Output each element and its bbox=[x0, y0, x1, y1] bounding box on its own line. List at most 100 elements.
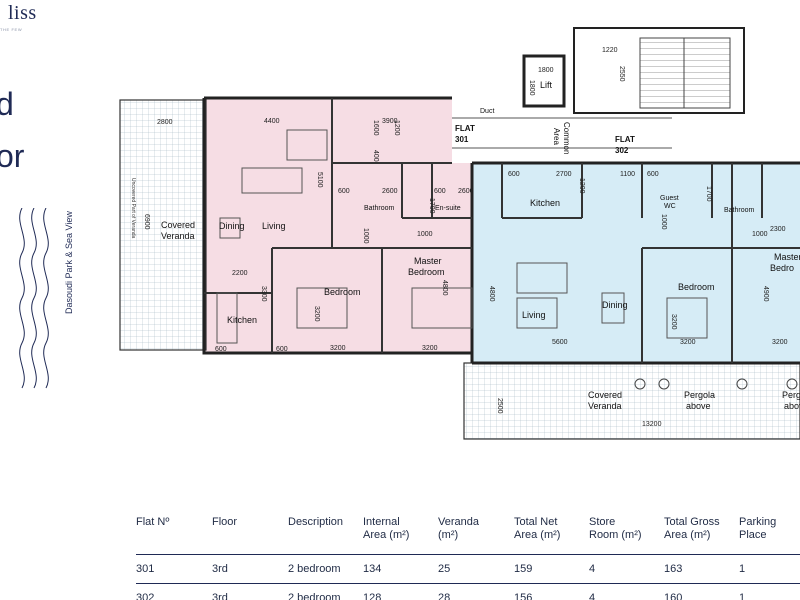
room-master-left: Master bbox=[414, 256, 442, 266]
guest-wc-label-2: WC bbox=[664, 203, 676, 210]
left-veranda bbox=[119, 99, 207, 351]
bottom-veranda bbox=[463, 362, 800, 440]
dim-2700: 2700 bbox=[556, 171, 572, 178]
common-area-label: Common bbox=[562, 122, 571, 154]
dim-6900: 6900 bbox=[143, 214, 150, 230]
flat-302-number: 302 bbox=[615, 146, 629, 155]
room-dining-left: Dining bbox=[219, 221, 245, 231]
room-dining-right: Dining bbox=[602, 300, 628, 310]
room-living-right: Living bbox=[522, 310, 546, 320]
cell-total-gross: 160 bbox=[664, 582, 739, 600]
dim-5600: 5600 bbox=[552, 339, 568, 346]
heading-line-2: or bbox=[0, 138, 25, 174]
dim-600e: 600 bbox=[508, 171, 520, 178]
cell-total-gross: 163 bbox=[664, 553, 739, 583]
dim-3200e: 3200 bbox=[670, 314, 677, 330]
dim-3200f: 3200 bbox=[680, 339, 696, 346]
cell-flat: 301 bbox=[136, 553, 212, 583]
stairs bbox=[639, 37, 731, 109]
dim-600f: 600 bbox=[647, 171, 659, 178]
dim-2200: 2200 bbox=[232, 270, 248, 277]
room-master-right-2: Bedro bbox=[770, 263, 794, 273]
dim-600c: 600 bbox=[215, 346, 227, 353]
dim-3900: 3900 bbox=[382, 118, 398, 125]
flat-301-number: 301 bbox=[455, 135, 469, 144]
table-row: 302 3rd 2 bedroom 128 28 156 4 160 1 bbox=[136, 582, 800, 600]
dim-4900: 4900 bbox=[762, 286, 769, 302]
covered-veranda-right: Covered bbox=[588, 390, 622, 400]
room-bedroom-right: Bedroom bbox=[678, 282, 715, 292]
cell-total-net: 159 bbox=[514, 553, 589, 583]
uncovered-veranda-label: Uncovered Part of Veranda bbox=[130, 178, 136, 239]
wave-decoration-icon bbox=[19, 208, 49, 389]
dim-600a: 600 bbox=[338, 188, 350, 195]
guest-wc-label: Guest bbox=[660, 195, 679, 202]
dim-1800b: 1800 bbox=[528, 80, 535, 96]
flat-302-area bbox=[472, 163, 800, 363]
flat-301-label: FLAT bbox=[455, 124, 475, 133]
dim-1000b: 1000 bbox=[417, 231, 433, 238]
pergola2-label: Pergo bbox=[782, 390, 800, 400]
dim-1700: 1700 bbox=[428, 198, 435, 214]
header-flat-no: Flat Nº bbox=[136, 516, 170, 528]
dim-1220: 1220 bbox=[602, 47, 618, 54]
dim-1000d: 1000 bbox=[752, 231, 768, 238]
dim-400: 400 bbox=[372, 150, 379, 162]
covered-veranda-left-label: Covered bbox=[161, 220, 195, 230]
header-description: Description bbox=[288, 516, 344, 528]
cell-parking: 1 bbox=[739, 553, 800, 583]
cell-internal: 134 bbox=[363, 553, 438, 583]
cell-total-net: 156 bbox=[514, 582, 589, 600]
brand-logo: liss THE FEW bbox=[0, 0, 60, 40]
dim-5100: 5100 bbox=[316, 172, 323, 188]
dim-13200: 13200 bbox=[642, 421, 662, 428]
covered-veranda-left-label-2: Veranda bbox=[161, 231, 195, 241]
room-living-left: Living bbox=[262, 221, 286, 231]
dim-3200c: 3200 bbox=[422, 345, 438, 352]
cell-parking: 1 bbox=[739, 582, 800, 600]
dim-4800: 4800 bbox=[441, 280, 448, 296]
duct-label: Duct bbox=[480, 108, 494, 115]
stair-core bbox=[573, 27, 745, 114]
cell-internal: 128 bbox=[363, 582, 438, 600]
room-kitchen-right: Kitchen bbox=[530, 198, 560, 208]
bathroom-right-label: Bathroom bbox=[724, 207, 755, 214]
common-area-label-2: Area bbox=[552, 128, 561, 145]
cell-flat: 302 bbox=[136, 582, 212, 600]
dim-600b: 600 bbox=[434, 188, 446, 195]
dim-1700b: 1700 bbox=[705, 186, 712, 202]
dim-1000a: 1000 bbox=[362, 228, 369, 244]
ensuite-label: En-suite bbox=[435, 205, 461, 212]
dim-600d: 600 bbox=[276, 346, 288, 353]
room-master-left-2: Bedroom bbox=[408, 267, 445, 277]
floor-plan: Covered Veranda Dining Living Kitchen Be… bbox=[112, 18, 800, 448]
lift-shaft bbox=[522, 54, 566, 108]
side-view-label: Dasoudi Park & Sea View bbox=[64, 211, 74, 314]
room-master-right: Master bbox=[774, 252, 800, 262]
cell-description: 2 bedroom bbox=[288, 553, 363, 583]
flat-302-label: FLAT bbox=[615, 135, 635, 144]
header-floor: Floor bbox=[212, 516, 238, 528]
pergola2-label-2: abov bbox=[784, 401, 800, 411]
dim-1200: 1200 bbox=[393, 120, 400, 136]
dim-4800b: 4800 bbox=[488, 286, 495, 302]
cell-veranda: 28 bbox=[438, 582, 514, 600]
room-bedroom-left: Bedroom bbox=[324, 287, 361, 297]
bathroom-label: Bathroom bbox=[364, 205, 395, 212]
dim-2300: 2300 bbox=[770, 226, 786, 233]
dim-2500: 2500 bbox=[496, 398, 503, 414]
brand-name: liss bbox=[8, 2, 37, 24]
dim-2600a: 2600 bbox=[382, 188, 398, 195]
heading-line-1: d bbox=[0, 86, 14, 122]
cell-floor: 3rd bbox=[212, 553, 288, 583]
cell-floor: 3rd bbox=[212, 582, 288, 600]
header-veranda: Veranda(m²) bbox=[438, 516, 479, 541]
cell-store: 4 bbox=[589, 553, 664, 583]
cell-veranda: 25 bbox=[438, 553, 514, 583]
